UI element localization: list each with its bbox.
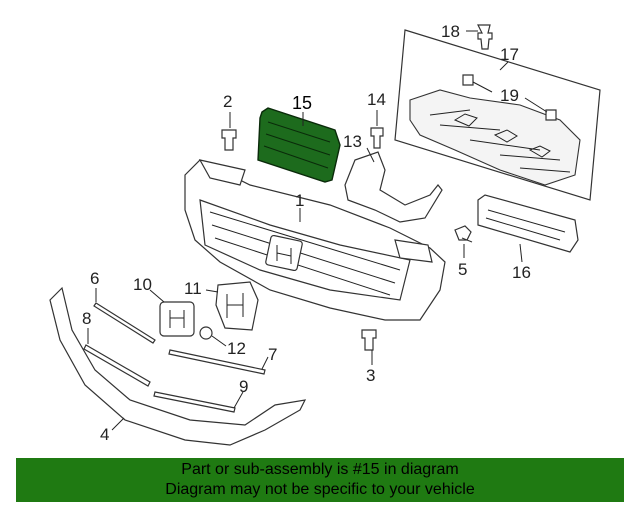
banner-line-2: Diagram may not be specific to your vehi… xyxy=(165,481,475,498)
part-18-clip xyxy=(477,24,493,50)
callout-5: 5 xyxy=(458,260,467,279)
part-10-emblem xyxy=(159,301,195,337)
callout-8: 8 xyxy=(82,309,91,328)
callout-3: 3 xyxy=(366,366,375,385)
callout-13: 13 xyxy=(343,132,362,151)
part-2-clip xyxy=(221,129,237,151)
part-5-bolt xyxy=(454,225,473,243)
parts-diagram: 2 15 14 13 18 17 19 1 5 16 3 6 8 10 11 1… xyxy=(49,22,601,446)
part-15-highlighted xyxy=(257,107,341,183)
callout-15: 15 xyxy=(292,93,312,113)
callout-17: 17 xyxy=(500,45,519,64)
callout-14: 14 xyxy=(367,90,386,109)
callout-2: 2 xyxy=(223,92,232,111)
part-11-emblem-base xyxy=(215,281,259,331)
callout-12: 12 xyxy=(227,339,246,358)
callout-labels: 2 15 14 13 18 17 19 1 5 16 3 6 8 10 11 1… xyxy=(82,22,531,444)
part-19-clips xyxy=(462,74,557,121)
part-16-bracket xyxy=(477,194,579,253)
moldings xyxy=(83,302,266,413)
leader-lines xyxy=(87,30,548,431)
callout-18: 18 xyxy=(441,22,460,41)
callout-10: 10 xyxy=(133,275,152,294)
callout-19: 19 xyxy=(500,86,519,105)
part-13-bracket xyxy=(344,151,443,223)
info-banner: Part or sub-assembly is #15 in diagram D… xyxy=(16,458,624,502)
callout-11: 11 xyxy=(184,279,202,298)
part-3-clip xyxy=(361,329,377,351)
part-1-grille xyxy=(184,159,446,321)
part-4-bumper xyxy=(49,286,307,446)
callout-16: 16 xyxy=(512,263,531,282)
callout-7: 7 xyxy=(268,345,277,364)
banner-line-1: Part or sub-assembly is #15 in diagram xyxy=(181,461,459,478)
callout-1: 1 xyxy=(295,191,304,210)
callout-4: 4 xyxy=(100,425,109,444)
callout-9: 9 xyxy=(239,377,248,396)
part-17-upper-cover xyxy=(394,29,601,201)
part-12-nut xyxy=(199,326,213,340)
part-14-clip xyxy=(370,127,384,149)
callout-6: 6 xyxy=(90,269,99,288)
